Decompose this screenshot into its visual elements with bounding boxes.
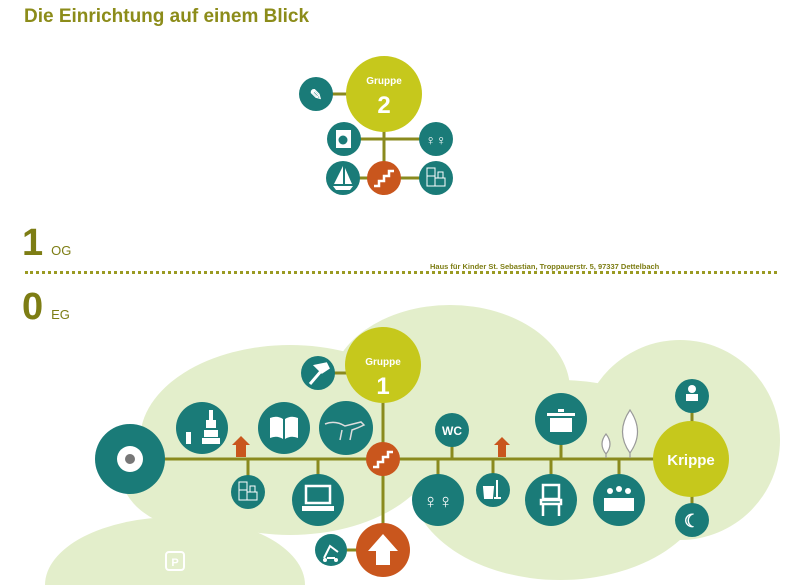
building-blocks-icon[interactable]	[419, 161, 453, 195]
page-title: Die Einrichtung auf einem Blick	[24, 6, 310, 27]
floor-number: 1	[22, 222, 44, 264]
floor-number: 0	[22, 286, 44, 328]
laptop-icon[interactable]	[292, 474, 344, 526]
up-arrow-marker	[494, 437, 510, 457]
stairs-icon[interactable]	[367, 161, 401, 195]
trees-icon	[601, 408, 639, 458]
krippe-node[interactable]: Krippe	[653, 421, 729, 497]
entrance-arrow-icon[interactable]	[356, 523, 410, 577]
svg-text:Krippe: Krippe	[667, 452, 715, 469]
floor-label: OG	[51, 243, 72, 258]
floor-divider	[25, 271, 777, 274]
soccer-ball-icon[interactable]	[95, 424, 165, 494]
floor-label: EG	[51, 307, 70, 322]
children-icon[interactable]: ♀♀	[419, 122, 453, 156]
up-arrow-marker	[232, 436, 250, 457]
svg-text:1: 1	[376, 373, 389, 400]
address-text: Haus für Kinder St. Sebastian, Troppauer…	[430, 262, 660, 271]
sailboat-icon[interactable]	[326, 161, 360, 195]
svg-text:Gruppe: Gruppe	[366, 76, 402, 87]
dining-table-icon[interactable]	[593, 474, 645, 526]
children-icon[interactable]: ♀♀	[412, 474, 464, 526]
group-1-node[interactable]: Gruppe 1	[345, 327, 421, 403]
cleaning-bucket-icon[interactable]	[476, 473, 510, 507]
hammer-icon[interactable]	[301, 356, 335, 390]
svg-text:♀♀: ♀♀	[423, 491, 453, 513]
svg-text:WC: WC	[442, 424, 462, 438]
group-2-node[interactable]: Gruppe 2	[346, 56, 422, 132]
building-blocks-icon[interactable]	[231, 475, 265, 509]
baby-icon[interactable]	[675, 379, 709, 413]
svg-text:P: P	[171, 557, 178, 569]
toy-blocks-icon[interactable]	[176, 402, 228, 454]
svg-text:☾: ☾	[684, 511, 700, 531]
svg-text:♀♀: ♀♀	[426, 132, 447, 148]
stairs-icon[interactable]	[366, 442, 400, 476]
moon-night-icon[interactable]: ☾	[675, 503, 709, 537]
wc-icon[interactable]: WC	[435, 413, 469, 447]
washing-machine-icon[interactable]	[327, 122, 361, 156]
svg-text:Gruppe: Gruppe	[365, 357, 401, 368]
book-icon[interactable]	[258, 402, 310, 454]
dinosaur-icon[interactable]	[319, 401, 373, 455]
stroller-icon[interactable]	[315, 534, 347, 566]
cooking-pot-icon[interactable]	[535, 393, 587, 445]
chair-icon[interactable]	[525, 474, 577, 526]
svg-text:2: 2	[377, 92, 390, 119]
parking-icon[interactable]: P	[165, 551, 185, 571]
svg-text:✎: ✎	[310, 87, 323, 104]
art-palette-icon[interactable]: ✎	[299, 77, 333, 111]
